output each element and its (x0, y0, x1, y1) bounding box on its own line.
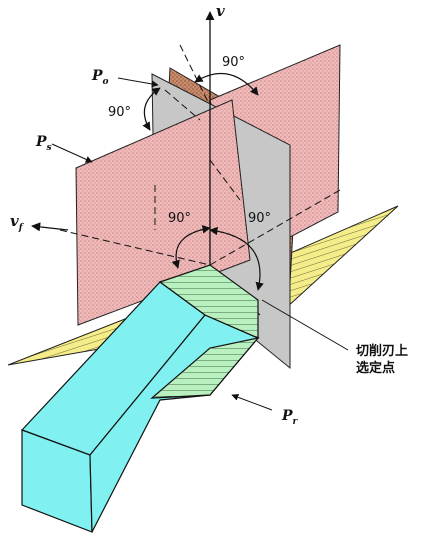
label-vf: vf (10, 212, 25, 233)
angle-label-center-right: 90° (248, 211, 271, 226)
annotation-line2: 选定点 (356, 360, 395, 376)
leader-lines (51, 77, 349, 411)
feed-velocity-axis (31, 222, 69, 232)
angle-label-top: 90° (222, 55, 245, 70)
label-po: Po (91, 68, 109, 87)
angle-label-left: 90° (108, 105, 131, 120)
annotation-line1: 切削刃上 (356, 343, 408, 359)
label-v: v (216, 2, 225, 20)
label-ps: Ps (35, 134, 52, 153)
label-pr: Pr (281, 408, 299, 427)
tool-flank-green (150, 337, 260, 399)
angle-arcs (142, 73, 264, 291)
angle-label-center-left: 90° (168, 211, 191, 226)
